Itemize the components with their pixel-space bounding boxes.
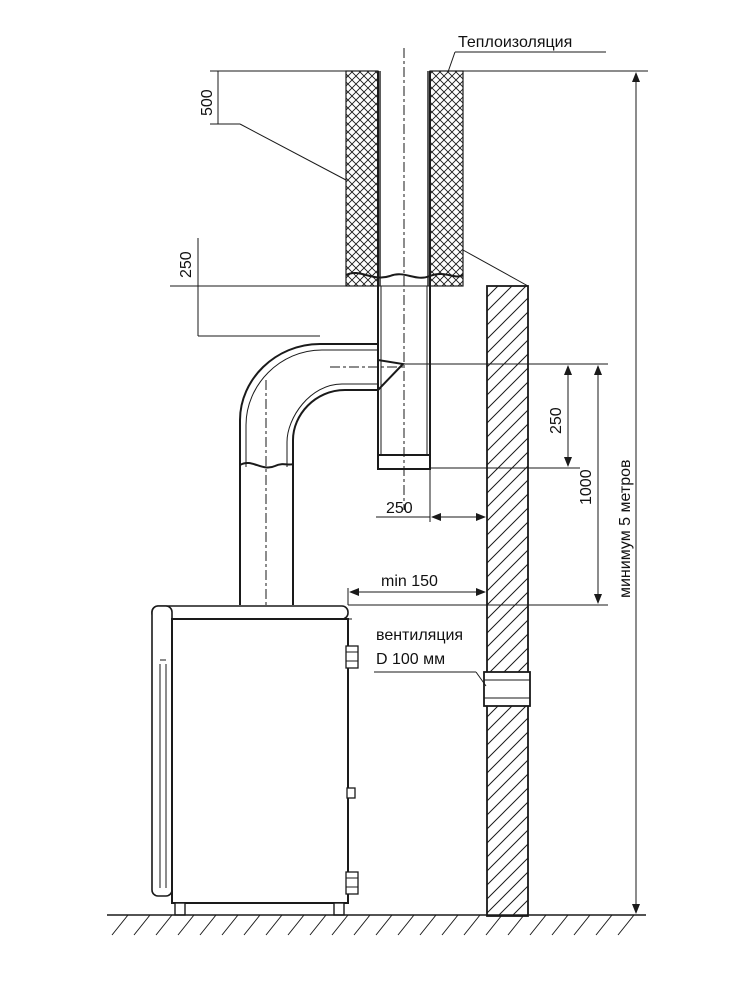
fitting-top bbox=[345, 645, 359, 669]
dimension-total-height-label: минимум 5 метров bbox=[617, 460, 634, 599]
dimension-250-wall: 250 bbox=[376, 468, 486, 522]
dimension-500: 500 bbox=[199, 70, 347, 181]
ventilation-duct bbox=[483, 671, 531, 707]
fitting-bottom bbox=[345, 871, 359, 895]
dimension-250-upper: 250 bbox=[170, 238, 346, 337]
boiler bbox=[151, 605, 359, 916]
ventilation-callout: вентиляция D 100 мм bbox=[374, 627, 487, 687]
fitting-middle bbox=[346, 787, 356, 799]
wall-hatch bbox=[486, 285, 529, 917]
dimension-250-inner-label: 250 bbox=[548, 407, 565, 434]
boiler-side-panel bbox=[151, 605, 173, 897]
dimension-min-150-label: min 150 bbox=[381, 573, 438, 590]
wall-top-leader bbox=[462, 249, 529, 287]
dimension-min-150: min 150 bbox=[347, 573, 486, 605]
boiler-foot-left bbox=[174, 902, 186, 916]
insulation-right-band bbox=[429, 70, 464, 287]
boiler-body bbox=[171, 618, 349, 904]
boiler-top-panel bbox=[151, 605, 349, 620]
dimension-total-height: минимум 5 метров bbox=[463, 70, 648, 914]
elbow-connector bbox=[239, 343, 378, 605]
dimension-250-inner: 250 bbox=[430, 363, 580, 469]
ventilation-label-line2: D 100 мм bbox=[376, 651, 445, 668]
wall bbox=[483, 285, 531, 917]
insulated-chimney bbox=[345, 70, 464, 287]
dimension-250-wall-label: 250 bbox=[386, 500, 413, 517]
vertical-pipe bbox=[377, 286, 431, 470]
floor bbox=[107, 914, 646, 936]
boiler-foot-right bbox=[333, 902, 345, 916]
insulation-left-band bbox=[345, 70, 379, 287]
insulation-label: Теплоизоляция bbox=[458, 34, 572, 51]
dimension-1000: 1000 bbox=[348, 363, 608, 606]
ventilation-label-line1: вентиляция bbox=[376, 627, 463, 644]
dimension-250-upper-label: 250 bbox=[178, 251, 195, 278]
break-line bbox=[345, 272, 464, 279]
dimension-500-label: 500 bbox=[199, 89, 216, 116]
dimension-1000-label: 1000 bbox=[578, 469, 595, 505]
insulation-callout: Теплоизоляция bbox=[447, 34, 606, 73]
